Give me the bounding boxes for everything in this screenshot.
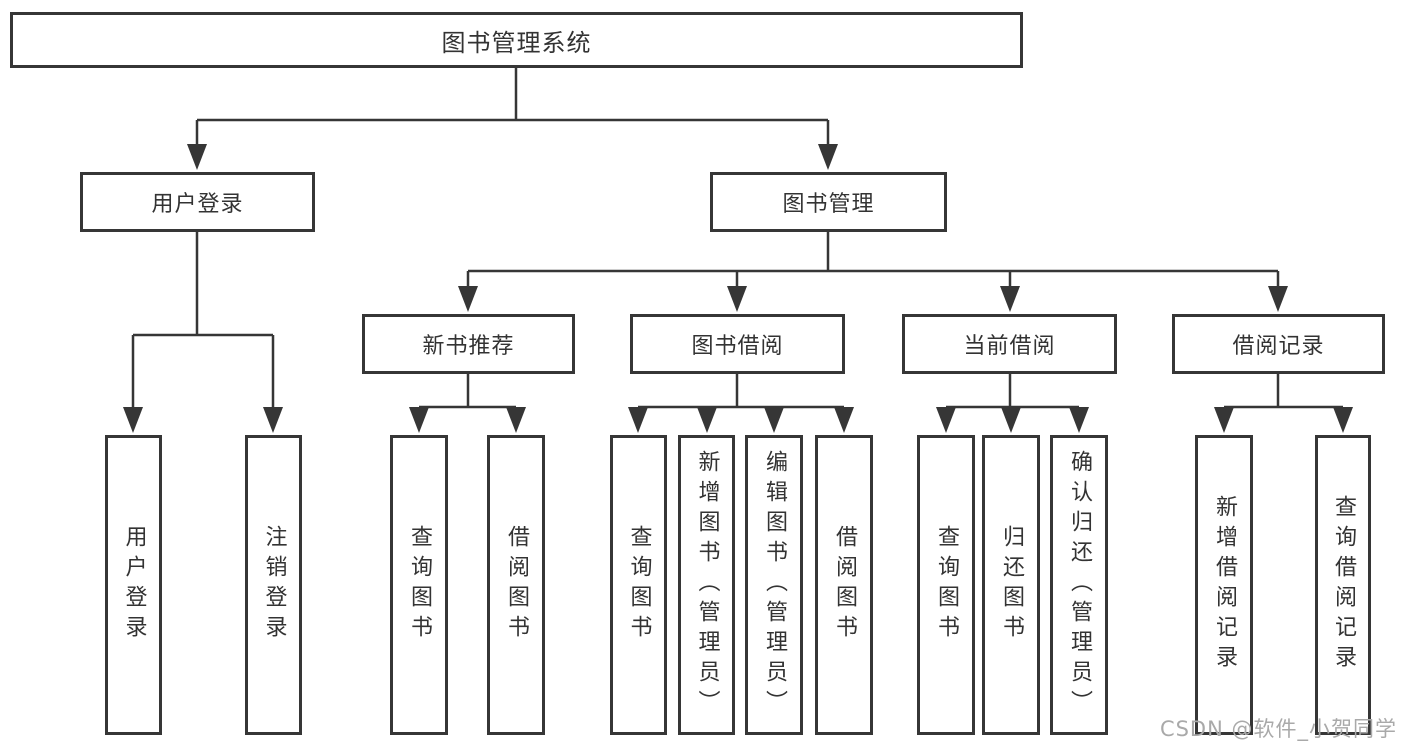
- leaf-add-book-admin: 新增图书（管理员）: [678, 435, 735, 735]
- node-user-login: 用户登录: [80, 172, 315, 232]
- leaf-query-books-2: 查询图书: [610, 435, 667, 735]
- node-label: 确认归还（管理员）: [1067, 450, 1092, 720]
- node-label: 查询图书: [407, 525, 432, 645]
- node-label: 借阅图书: [832, 525, 857, 645]
- node-label: 用户登录: [151, 192, 244, 217]
- node-label: 归还图书: [999, 525, 1024, 645]
- leaf-query-books-3: 查询图书: [917, 435, 975, 735]
- leaf-borrow-books-1: 借阅图书: [487, 435, 545, 735]
- leaf-add-borrow-record: 新增借阅记录: [1195, 435, 1253, 735]
- leaf-query-borrow-record: 查询借阅记录: [1315, 435, 1371, 735]
- node-new-book-recommend: 新书推荐: [362, 314, 575, 374]
- leaf-user-login: 用户登录: [105, 435, 162, 735]
- node-label: 当前借阅: [963, 334, 1056, 359]
- leaf-query-books-1: 查询图书: [390, 435, 448, 735]
- node-label: 新增借阅记录: [1212, 495, 1237, 675]
- node-label: 借阅图书: [504, 525, 529, 645]
- node-label: 用户登录: [121, 525, 147, 645]
- node-label: 图书借阅: [691, 334, 784, 359]
- node-label: 注销登录: [261, 525, 287, 645]
- node-borrow-records: 借阅记录: [1172, 314, 1385, 374]
- leaf-confirm-return-admin: 确认归还（管理员）: [1050, 435, 1108, 735]
- leaf-return-book: 归还图书: [982, 435, 1040, 735]
- node-label: 编辑图书（管理员）: [762, 450, 787, 720]
- node-label: 查询借阅记录: [1331, 495, 1356, 675]
- node-current-borrow: 当前借阅: [902, 314, 1117, 374]
- node-label: 新增图书（管理员）: [694, 450, 720, 720]
- watermark: CSDN @软件_小贺同学: [1159, 717, 1397, 741]
- leaf-edit-book-admin: 编辑图书（管理员）: [745, 435, 803, 735]
- leaf-logout: 注销登录: [245, 435, 302, 735]
- node-label: 查询图书: [934, 525, 959, 645]
- node-label: 查询图书: [626, 525, 652, 645]
- node-label: 图书管理系统: [441, 28, 592, 57]
- node-book-management: 图书管理: [710, 172, 947, 232]
- node-label: 借阅记录: [1232, 334, 1325, 359]
- node-label: 图书管理: [782, 192, 875, 217]
- node-label: 新书推荐: [422, 334, 515, 359]
- node-library-system: 图书管理系统: [10, 12, 1023, 68]
- leaf-borrow-books-2: 借阅图书: [815, 435, 873, 735]
- node-book-borrow: 图书借阅: [630, 314, 845, 374]
